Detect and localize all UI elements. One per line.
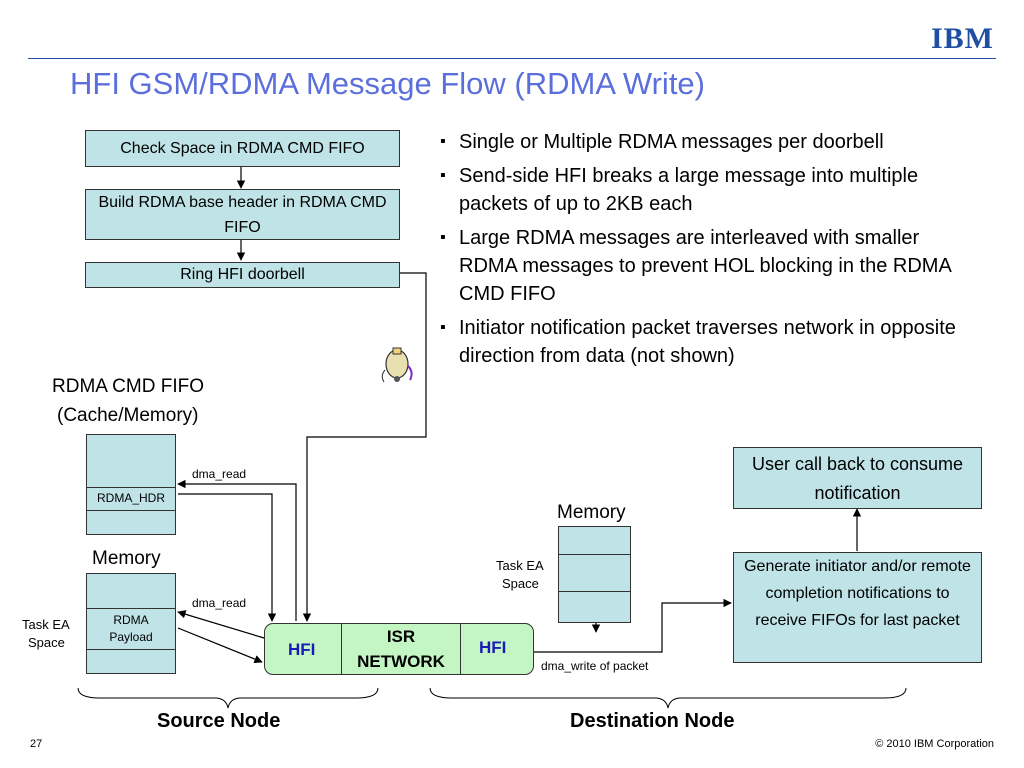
- rdma-cmd-fifo-subtitle: (Cache/Memory): [57, 405, 199, 426]
- header-divider: [28, 58, 996, 59]
- network-divider-left: [341, 624, 342, 674]
- slide-title: HFI GSM/RDMA Message Flow (RDMA Write): [70, 66, 706, 101]
- rdma-hdr-cell: RDMA_HDR: [87, 487, 175, 511]
- ibm-logo: IBM: [931, 22, 994, 55]
- generate-notification-box: Generate initiator and/or remote complet…: [733, 552, 982, 663]
- rdma-payload-cell: RDMA Payload: [87, 608, 175, 650]
- payload-label-line2: Payload: [109, 630, 153, 644]
- bullet-list: Single or Multiple RDMA messages per doo…: [440, 128, 980, 376]
- dma-write-label: dma_write of packet: [541, 659, 649, 673]
- hdr-to-hfi-line: [178, 493, 277, 622]
- network-divider-right: [460, 624, 461, 674]
- ring-doorbell-box: Ring HFI doorbell: [85, 262, 400, 288]
- source-memory-title: Memory: [92, 548, 161, 569]
- rdma-cmd-fifo: RDMA_HDR: [86, 434, 176, 535]
- source-node-label: Source Node: [157, 710, 281, 732]
- dma-read-label-hdr: dma_read: [192, 467, 247, 481]
- doorbell-icon: [381, 347, 413, 383]
- dma-read-payload-arrow: [177, 610, 265, 639]
- source-task-ea-line2: Space: [28, 635, 65, 650]
- source-task-ea-line1: Task EA: [22, 617, 70, 632]
- page-number: 27: [30, 738, 43, 750]
- bullet-item: Large RDMA messages are interleaved with…: [440, 224, 980, 308]
- hfi-network-box: HFI ISR NETWORK HFI: [264, 623, 534, 675]
- network-label: NETWORK: [357, 652, 445, 671]
- isr-label: ISR: [386, 627, 416, 646]
- dma-read-hdr-arrow: [177, 479, 297, 621]
- rdma-cmd-fifo-title: RDMA CMD FIFO: [52, 376, 204, 397]
- dma-read-label-payload: dma_read: [192, 596, 247, 610]
- user-callback-box: User call back to consume notification: [733, 447, 982, 509]
- bullet-item: Send-side HFI breaks a large message int…: [440, 162, 980, 218]
- source-node-brace: [77, 687, 379, 709]
- build-header-box: Build RDMA base header in RDMA CMD FIFO: [85, 189, 400, 240]
- destination-memory-cell: [559, 554, 630, 592]
- destination-hfi-label: HFI: [479, 638, 507, 657]
- bullet-item: Initiator notification packet traverses …: [440, 314, 980, 370]
- check-space-box: Check Space in RDMA CMD FIFO: [85, 130, 400, 167]
- payload-label-line1: RDMA: [113, 613, 149, 627]
- destination-node-label: Destination Node: [570, 710, 735, 732]
- isr-network-label: ISR NETWORK: [342, 624, 460, 674]
- destination-task-ea-line1: Task EA: [496, 558, 544, 573]
- dma-write-arrow: [534, 598, 732, 653]
- copyright-notice: © 2010 IBM Corporation: [875, 738, 994, 750]
- destination-memory-block: [558, 526, 631, 623]
- source-hfi-label: HFI: [288, 640, 316, 659]
- doorbell-line: [302, 272, 427, 622]
- destination-node-brace: [429, 687, 907, 709]
- destination-memory-title: Memory: [557, 502, 626, 523]
- bullet-item: Single or Multiple RDMA messages per doo…: [440, 128, 980, 156]
- payload-to-hfi-arrow: [177, 627, 263, 664]
- destination-task-ea-line2: Space: [502, 576, 539, 591]
- source-memory-block: RDMA Payload: [86, 573, 176, 674]
